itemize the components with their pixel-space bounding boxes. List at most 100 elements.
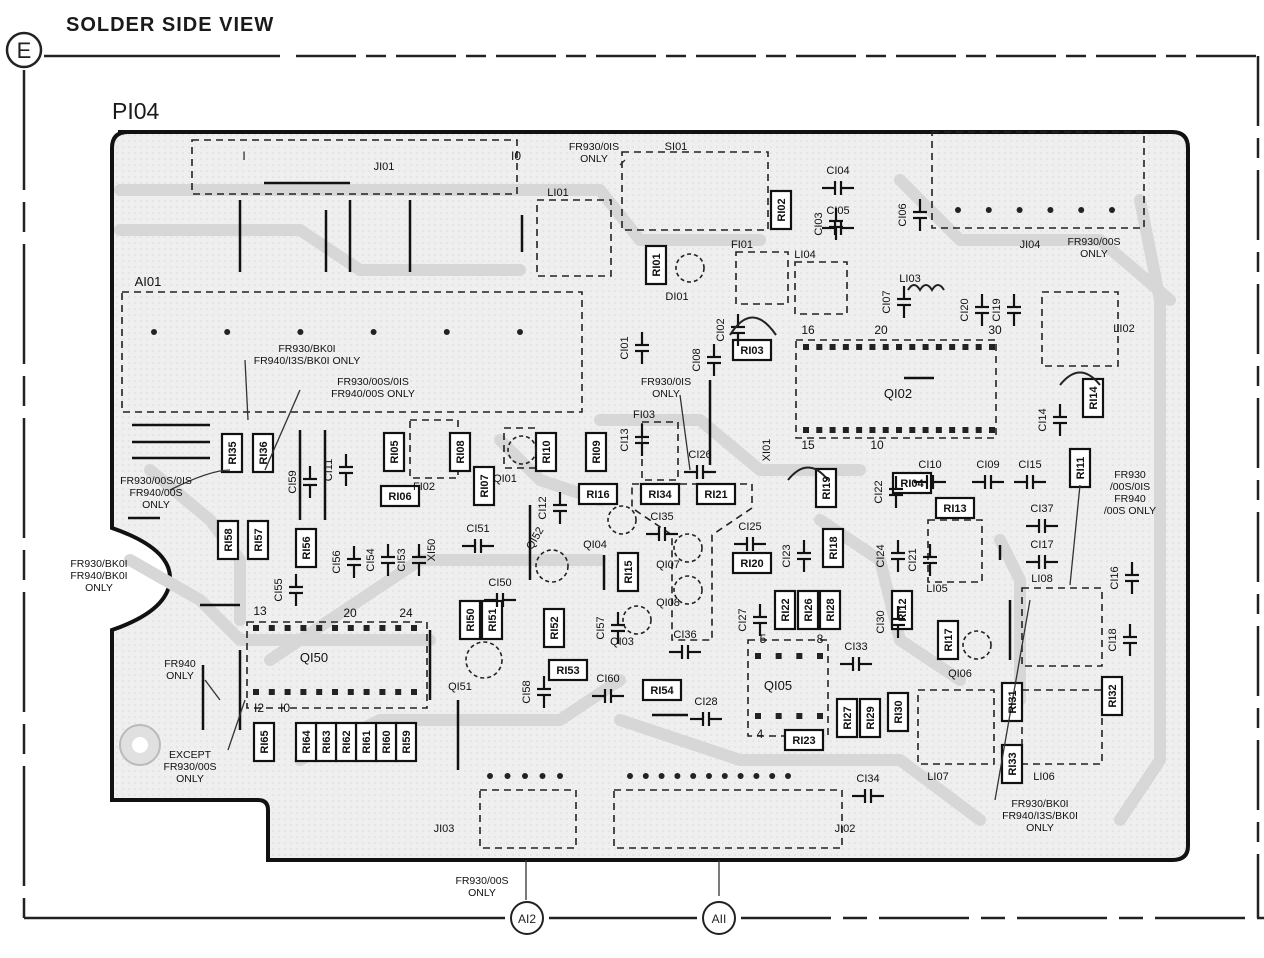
capacitor-ci23 <box>797 540 811 572</box>
label-ri28: RI28 <box>825 598 837 621</box>
label-ri32: RI32 <box>1107 684 1119 707</box>
pin-number: 16 <box>801 323 815 337</box>
capacitor-ci01 <box>635 332 649 364</box>
label-ci03: CI03 <box>813 212 825 235</box>
label-ci11: CI11 <box>323 459 335 481</box>
label-ri12: RI12 <box>897 598 909 621</box>
label-ci16: CI16 <box>1109 566 1121 589</box>
capacitor-ci53 <box>412 544 426 576</box>
capacitor-ci54 <box>381 544 395 576</box>
resistor-ri27 <box>835 697 859 739</box>
label-ci13: CI13 <box>619 428 631 451</box>
label-xi50: XI50 <box>426 539 438 562</box>
label-ri09: RI09 <box>591 440 603 463</box>
transistor-symbols <box>465 253 992 679</box>
label-ri54: RI54 <box>650 685 674 697</box>
label-ri65: RI65 <box>259 730 271 753</box>
label-ri61: RI61 <box>361 730 373 753</box>
label-ri04: RI04 <box>900 478 924 490</box>
capacitor-symbols <box>289 181 1139 803</box>
label-ri33: RI33 <box>1007 752 1019 775</box>
label-ri26: RI26 <box>803 598 815 621</box>
capacitor-ci21 <box>923 544 937 576</box>
label-qi04: QI04 <box>583 539 607 551</box>
label-ri63: RI63 <box>321 730 333 753</box>
resistor-ri21 <box>695 482 737 506</box>
label-ci19: CI19 <box>991 298 1003 321</box>
capacitor-ci34 <box>852 789 884 803</box>
label-ri07: RI07 <box>479 474 491 497</box>
label-li06: LI06 <box>1033 771 1054 783</box>
pin-number: 5 <box>760 632 767 646</box>
label-ri18: RI18 <box>828 536 840 559</box>
resistor-ri03 <box>731 338 773 362</box>
label-ci12: CI12 <box>537 496 549 519</box>
label-ri20: RI20 <box>740 558 763 570</box>
pin-number: I2 <box>254 701 264 715</box>
label-ci27: CI27 <box>737 608 749 631</box>
resistor-ri58 <box>216 519 240 561</box>
label-qi50: QI50 <box>300 650 328 665</box>
label-ri14: RI14 <box>1088 386 1100 410</box>
label-ri02: RI02 <box>776 198 788 221</box>
label-ci01: CI01 <box>619 336 631 359</box>
resistor-ri54 <box>641 678 683 702</box>
label-ji04: JI04 <box>1020 239 1041 251</box>
label-ji03: JI03 <box>434 823 455 835</box>
capacitor-ci08 <box>707 344 721 376</box>
capacitor-ci35 <box>646 527 678 541</box>
capacitor-ci10 <box>914 475 946 489</box>
label-ri30: RI30 <box>893 700 905 723</box>
capacitor-ci04 <box>822 181 854 195</box>
label-ci36: CI36 <box>673 629 696 641</box>
label-ri01: RI01 <box>651 253 663 276</box>
section-marker: E <box>5 31 43 69</box>
resistor-ri02 <box>769 189 793 231</box>
label-qi03: QI03 <box>610 636 634 648</box>
label-ri17: RI17 <box>943 628 955 651</box>
label-ci22: CI22 <box>873 480 885 503</box>
pin-number: 30 <box>988 323 1002 337</box>
capacitor-ci15 <box>1014 475 1046 489</box>
label-ci37: CI37 <box>1030 503 1053 515</box>
resistor-ri01 <box>644 244 668 286</box>
label-ci54: CI54 <box>365 548 377 571</box>
page-title: SOLDER SIDE VIEW <box>66 14 275 36</box>
outer-frame <box>22 54 1264 920</box>
pads <box>151 207 1115 779</box>
capacitor-ci13 <box>635 424 649 456</box>
label-ri23: RI23 <box>792 735 815 747</box>
label-ci21: CI21 <box>907 548 919 571</box>
label-qi02: QI02 <box>884 386 912 401</box>
label-ri11: RI11 <box>1075 457 1087 480</box>
label-ci58: CI58 <box>521 680 533 703</box>
resistor-ri56 <box>294 527 318 569</box>
capacitor-ci12 <box>553 492 567 524</box>
capacitor-ci57 <box>611 612 625 644</box>
capacitor-ci27 <box>753 604 767 636</box>
label-si01: SI01 <box>665 141 688 153</box>
pin-number: 24 <box>399 606 413 620</box>
label-ri03: RI03 <box>740 345 763 357</box>
resistor-ri50 <box>458 599 482 641</box>
label-ri15: RI15 <box>623 560 635 583</box>
label-ri64: RI64 <box>301 730 313 754</box>
resistor-ri30 <box>886 691 910 733</box>
label-ci53: CI53 <box>396 548 408 571</box>
label-ri29: RI29 <box>865 706 877 729</box>
label-ri56: RI56 <box>301 536 313 559</box>
resistor-ri23 <box>783 728 825 752</box>
resistor-ri28 <box>818 589 842 631</box>
label-ri27: RI27 <box>842 706 854 729</box>
capacitor-ci60 <box>592 689 624 703</box>
capacitor-ci26 <box>684 465 716 479</box>
svg-text:E: E <box>17 38 32 63</box>
label-ci35: CI35 <box>650 511 673 523</box>
resistor-ri29 <box>858 697 882 739</box>
resistor-ri20 <box>731 551 773 575</box>
label-ri10: RI10 <box>541 440 553 463</box>
